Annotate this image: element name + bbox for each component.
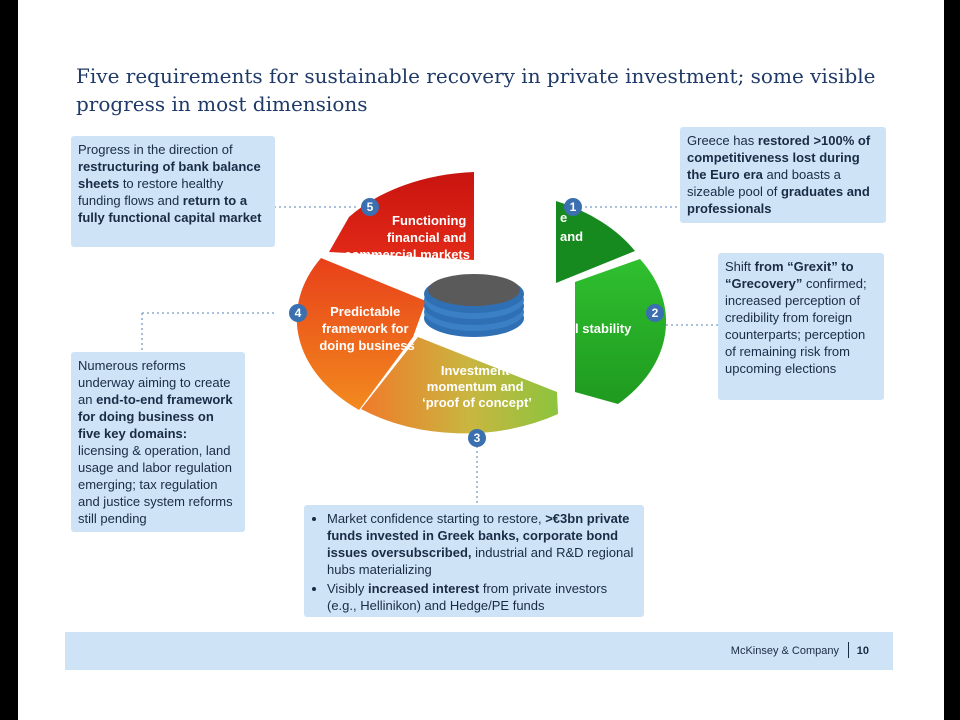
footer-brand: McKinsey & Company	[730, 645, 839, 657]
badge-3-number: 3	[474, 431, 481, 445]
badge-1: 1	[564, 198, 582, 216]
callout-2-stability: Shift from “Grexit” to “Grecovery” confi…	[718, 253, 884, 400]
connector-lines	[141, 206, 718, 505]
segment-2-label: l stability	[575, 321, 632, 336]
recovery-wheel-diagram: e and l stability Investment momentum an…	[141, 172, 718, 505]
callout-1-competitiveness: Greece has restored >100% of competitive…	[680, 127, 886, 223]
segment-4-shape	[296, 258, 426, 410]
segment-3-label: Investment momentum and ‘proof of concep…	[422, 363, 532, 410]
slide: Five requirements for sustainable recove…	[18, 0, 944, 720]
footer-bar: McKinsey & Company 10	[65, 632, 893, 670]
segment-3-shape	[361, 337, 558, 434]
badge-1-number: 1	[570, 200, 577, 214]
segment-2-shape	[575, 259, 667, 404]
callout-4-business-framework: Numerous reforms underway aiming to crea…	[71, 352, 245, 532]
segment-1-label: e and	[560, 210, 583, 244]
page-number: 10	[856, 645, 869, 657]
badge-5-number: 5	[367, 200, 374, 214]
badge-2-number: 2	[652, 306, 659, 320]
slide-title: Five requirements for sustainable recove…	[76, 64, 876, 116]
callout-3-investment-momentum: Market confidence starting to restore, >…	[304, 505, 644, 617]
badge-4: 4	[289, 304, 307, 322]
badge-5: 5	[361, 198, 379, 216]
segment-1-shape	[556, 201, 635, 283]
badge-2: 2	[646, 304, 664, 322]
segment-4-label: Predictable framework for doing business	[319, 304, 414, 353]
segment-5-shape	[329, 172, 474, 260]
callout-5-financial-markets: Progress in the direction of restructuri…	[71, 136, 275, 247]
segment-5-label: Functioning financial and commercial mar…	[344, 213, 470, 262]
footer-separator	[848, 642, 849, 658]
callout-3-bullets: Market confidence starting to restore, >…	[311, 510, 637, 614]
coin-stack-icon	[424, 274, 524, 337]
callout-3-bullet-1: Market confidence starting to restore, >…	[327, 510, 637, 578]
callout-3-bullet-2: Visibly increased interest from private …	[327, 580, 637, 614]
badge-4-number: 4	[295, 306, 302, 320]
badge-3: 3	[468, 429, 486, 447]
